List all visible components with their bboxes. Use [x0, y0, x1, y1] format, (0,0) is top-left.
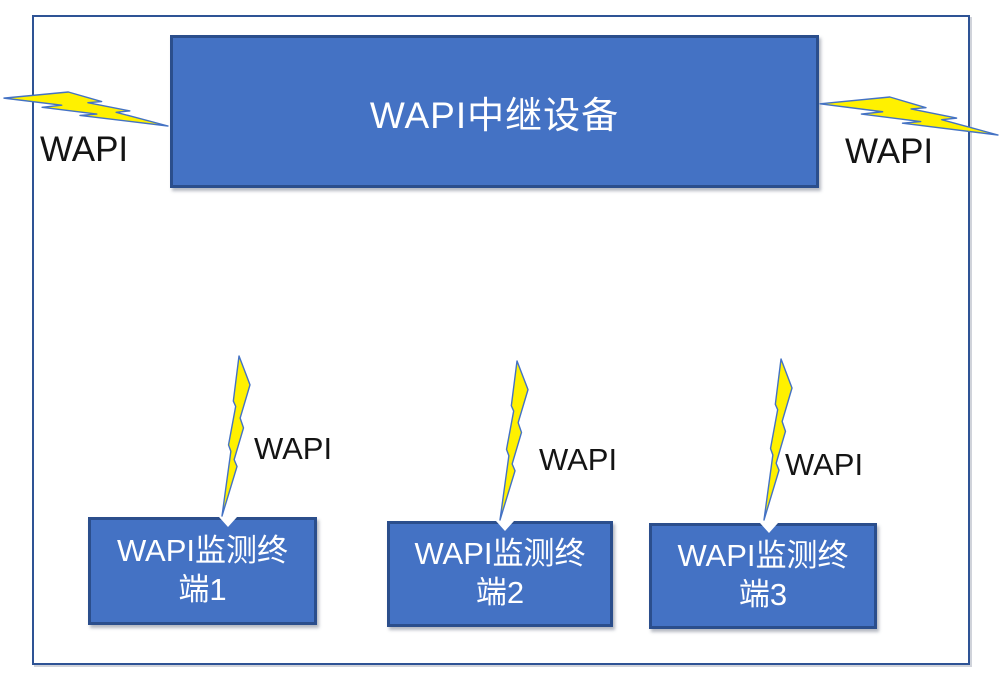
connector-notch [496, 521, 514, 531]
terminal-2-label-line-1: WAPI监测终 [414, 536, 586, 572]
wapi-link-label-terminal-1: WAPI [254, 431, 333, 466]
terminal-box-3: WAPI监测终 端3 [649, 523, 877, 629]
terminal-3-label-line-2: 端3 [738, 577, 788, 612]
relay-device-label: WAPI中继设备 [369, 94, 620, 136]
lightning-bolt-icon-left [4, 92, 168, 126]
lightning-bolt-icon-terminal-3 [764, 359, 792, 520]
diagram-frame [32, 15, 970, 665]
wapi-link-label-left: WAPI [40, 130, 129, 169]
lightning-bolt-icon-terminal-1 [222, 356, 250, 516]
terminal-box-1: WAPI监测终 端1 [88, 517, 317, 625]
wapi-link-label-terminal-2: WAPI [539, 442, 618, 477]
wapi-link-label-terminal-3: WAPI [785, 447, 864, 482]
terminal-3-label-line-1: WAPI监测终 [677, 538, 849, 574]
wapi-link-label-right: WAPI [845, 132, 934, 171]
lightning-bolt-icon-terminal-2 [500, 361, 528, 520]
connector-notch [219, 517, 237, 527]
connector-notch [760, 523, 778, 533]
terminal-1-label-line-1: WAPI监测终 [116, 533, 289, 569]
relay-device-box: WAPI中继设备 [170, 35, 819, 188]
lightning-bolt-icon-right [820, 97, 998, 135]
terminal-1-label-line-2: 端1 [178, 572, 227, 607]
terminal-2-label-line-2: 端2 [475, 575, 525, 610]
terminal-box-2: WAPI监测终 端2 [387, 521, 613, 627]
